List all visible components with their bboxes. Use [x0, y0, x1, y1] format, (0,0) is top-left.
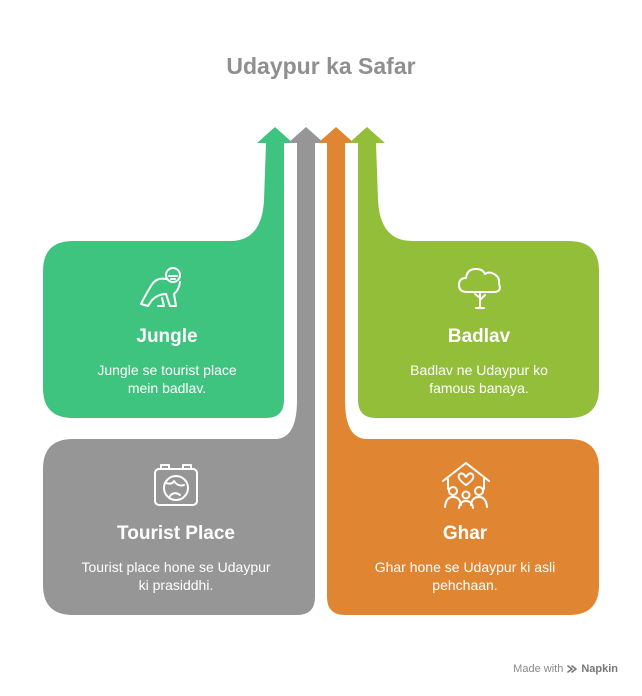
badlav-desc-line1: Badlav ne Udaypur ko: [410, 362, 548, 378]
jungle-title: Jungle: [136, 326, 198, 347]
tourist-card: [43, 127, 324, 615]
badlav-card: [349, 127, 599, 418]
family-home-icon: [442, 462, 490, 509]
jungle-card: [43, 127, 293, 418]
ghar-card: [318, 127, 599, 615]
diagram-title: Udaypur ka Safar: [226, 53, 416, 79]
ghar-title: Ghar: [442, 523, 488, 544]
ghar-desc-line2: pehchaan.: [432, 577, 498, 593]
made-with-label: Made with: [513, 663, 564, 675]
badlav-desc-line2: famous banaya.: [429, 380, 529, 396]
tourist-desc-line1: Tourist place hone se Udaypur: [81, 559, 271, 575]
badlav-card-text: Badlav Badlav ne Udaypur ko famous banay…: [368, 326, 590, 397]
gorilla-icon: [140, 267, 181, 307]
tourist-title: Tourist Place: [117, 523, 235, 544]
jungle-desc-line1: Jungle se tourist place: [97, 362, 237, 378]
napkin-brand: Napkin: [581, 663, 618, 675]
footer-attribution: Made with Napkin: [513, 663, 618, 675]
jungle-desc-line2: mein badlav.: [127, 380, 207, 396]
ghar-desc-line1: Ghar hone se Udaypur ki asli: [374, 559, 556, 575]
napkin-logo-icon: [567, 665, 578, 673]
ghar-card-text: Ghar Ghar hone se Udaypur ki asli pehcha…: [345, 523, 585, 594]
badlav-title: Badlav: [447, 326, 511, 347]
tourist-card-text: Tourist Place Tourist place hone se Uday…: [56, 523, 296, 594]
tourist-desc-line2: ki prasiddhi.: [138, 577, 214, 593]
jungle-card-text: Jungle Jungle se tourist place mein badl…: [60, 326, 274, 397]
tree-icon: [458, 268, 501, 309]
suitcase-globe-icon: [154, 464, 198, 506]
